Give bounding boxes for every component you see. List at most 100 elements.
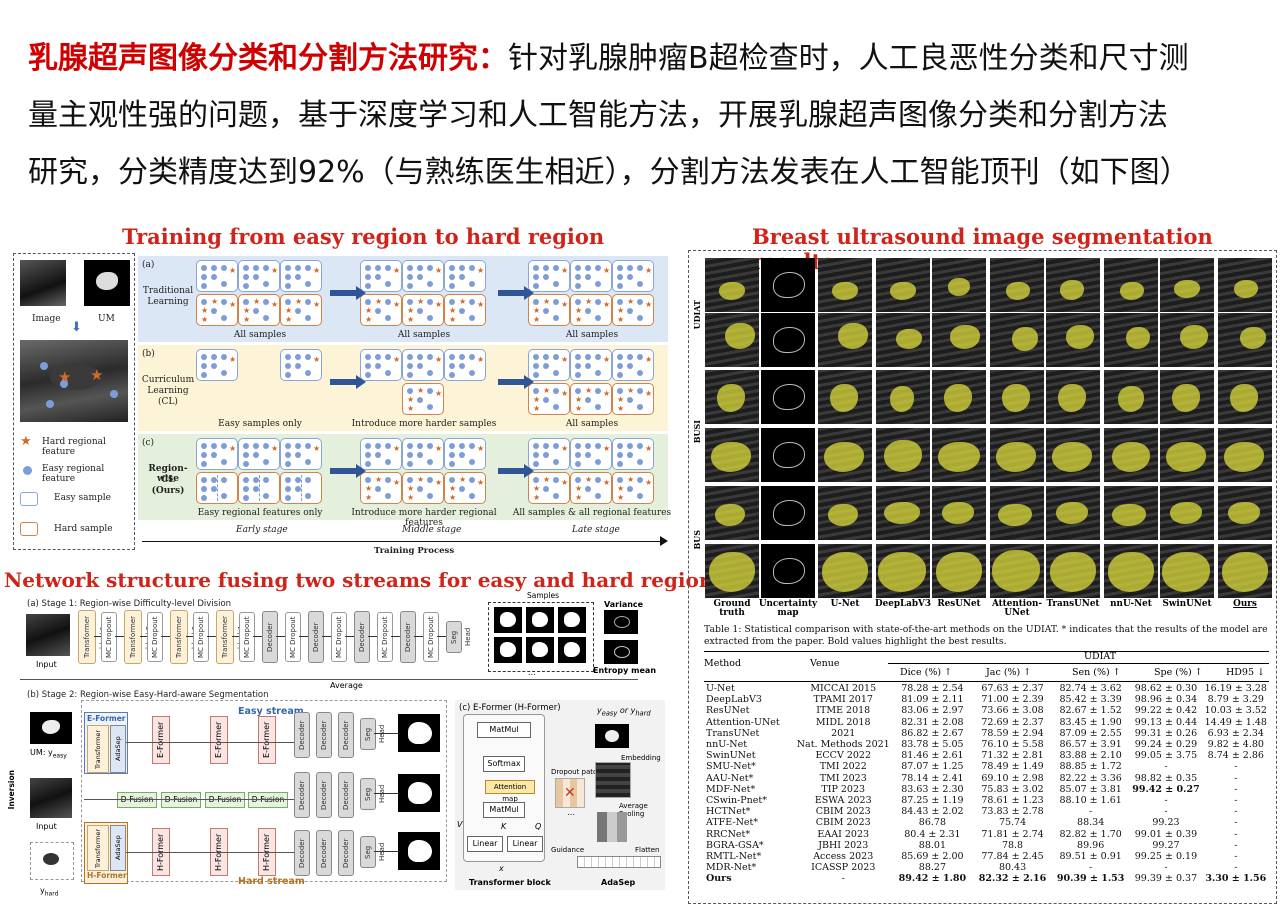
hard-feature-star: ★ [407, 306, 415, 315]
easy-feature-dot [211, 363, 217, 369]
prediction-image [1218, 370, 1272, 424]
easy-feature-dot [375, 265, 381, 271]
dropout-patch-grid: ✕ [555, 778, 585, 808]
easy-feature-dot [305, 459, 311, 465]
segmentation-overlay [1224, 442, 1264, 472]
segmentation-overlay [992, 550, 1040, 592]
table-cell: 76.10 ± 5.58 [981, 739, 1044, 751]
stage2-seg-head: Seg Head [360, 836, 386, 868]
easy-sample-box: ★ [280, 438, 322, 470]
easy-feature-dot [211, 443, 217, 449]
row-sample-label: All samples & all regional features [512, 508, 672, 518]
easy-feature-dot [201, 363, 207, 369]
table-cell: - [1234, 817, 1238, 829]
easy-feature-dot [459, 452, 465, 458]
easy-feature-dot [469, 493, 475, 499]
table-cell: MIDL 2018 [815, 716, 871, 728]
easy-feature-dot [407, 363, 413, 369]
easy-feature-dot [211, 354, 217, 360]
table-cell: 78.28 ± 2.54 [901, 683, 964, 694]
table-cell: 85.42 ± 3.39 [1059, 694, 1122, 706]
hard-feature-star: ★ [271, 444, 279, 453]
prediction-image [818, 313, 872, 367]
table-cell: 77.84 ± 2.45 [981, 851, 1044, 863]
easy-feature-dot [285, 495, 291, 501]
easy-feature-dot [637, 477, 643, 483]
row-name-line: CL [161, 475, 175, 485]
segmentation-overlay [1222, 552, 1268, 592]
hard-star-icon: ★ [90, 366, 104, 384]
easy-feature-dot [417, 443, 423, 449]
easy-feature-dot [385, 315, 391, 321]
row-sample-label: All samples [397, 330, 451, 340]
table-cell: 73.83 ± 2.78 [981, 806, 1044, 818]
easy-feature-dot [385, 493, 391, 499]
easy-feature-dot [543, 265, 549, 271]
table-cell: 86.78 [918, 817, 946, 829]
table-cell: Access 2023 [813, 851, 874, 863]
easy-sample-box: ★ [528, 438, 570, 470]
segmentation-overlay [725, 323, 755, 349]
segmentation-overlay [832, 282, 858, 300]
easy-feature-dot [427, 315, 433, 321]
column-label: Ours [1233, 599, 1257, 609]
easy-feature-dot [459, 308, 465, 314]
easy-feature-dot [201, 495, 207, 501]
table-cell: 83.06 ± 2.97 [901, 705, 964, 717]
segmentation-overlay [828, 504, 858, 526]
connector-line [115, 636, 124, 637]
hard-sample-box [196, 472, 238, 504]
easy-feature-dot [553, 443, 559, 449]
stage-late: Late stage [572, 525, 620, 535]
segmentation-overlay [1112, 442, 1150, 472]
hard-feature-star: ★ [435, 300, 443, 309]
connector-line [391, 636, 400, 637]
easy-feature-dot [365, 299, 371, 305]
stage2-output-mask [398, 774, 440, 812]
easy-sample-box: ★ [360, 260, 402, 292]
hard-feature-star: ★ [271, 300, 279, 309]
easy-feature-dot [427, 299, 433, 305]
stage2-output-mask [398, 714, 440, 752]
intro-line3: 研究，分类精度达到92%（与熟练医生相近），分割方法发表在人工智能顶刊（如下图） [28, 155, 1190, 190]
row-tag: (c) [142, 438, 155, 448]
stage2-title: (b) Stage 2: Region-wise Easy-Hard-aware… [27, 690, 269, 700]
stage2-decoder: Decoder [294, 712, 310, 758]
easy-feature-dot [221, 493, 227, 499]
stage2-decoder: Decoder [338, 712, 354, 758]
easy-feature-dot [469, 354, 475, 360]
easy-feature-dot [375, 443, 381, 449]
region-divider [217, 475, 218, 501]
easy-feature-dot [553, 370, 559, 376]
easy-sample-box: ★ [196, 349, 238, 381]
e-former-block: E-Former Transformer block AdaSep [84, 712, 128, 774]
hard-feature-star: ★ [645, 300, 653, 309]
prediction-image [932, 370, 986, 424]
hard-feature-star: ★ [585, 386, 593, 395]
table-cell: 88.85 ± 1.72 [1059, 761, 1122, 773]
segmentation-overlay [936, 552, 982, 592]
easy-feature-dot [627, 274, 633, 280]
uncertainty-contour [773, 558, 805, 584]
easy-sample-box: ★ [528, 260, 570, 292]
easy-feature-dot [295, 265, 301, 271]
sample-mask [494, 607, 522, 633]
row-arrow-icon [498, 286, 534, 300]
prediction-image [876, 486, 930, 540]
mask-blob [408, 782, 432, 804]
table-cell: - [1234, 851, 1238, 863]
easy-feature-dot [253, 265, 259, 271]
easy-feature-dot [575, 299, 581, 305]
ground-truth-image [705, 486, 759, 540]
easy-feature-dot [469, 265, 475, 271]
easy-feature-dot [585, 363, 591, 369]
easy-feature-dot [595, 404, 601, 410]
table-cell: - [1089, 862, 1093, 874]
hard-feature-star: ★ [393, 355, 401, 364]
easy-feature-dot [595, 315, 601, 321]
easy-feature-dot [469, 315, 475, 321]
hard-sample-box: ★★★★ [196, 294, 238, 326]
easy-feature-dot [617, 461, 623, 467]
table-cell: 82.31 ± 2.08 [901, 716, 964, 728]
